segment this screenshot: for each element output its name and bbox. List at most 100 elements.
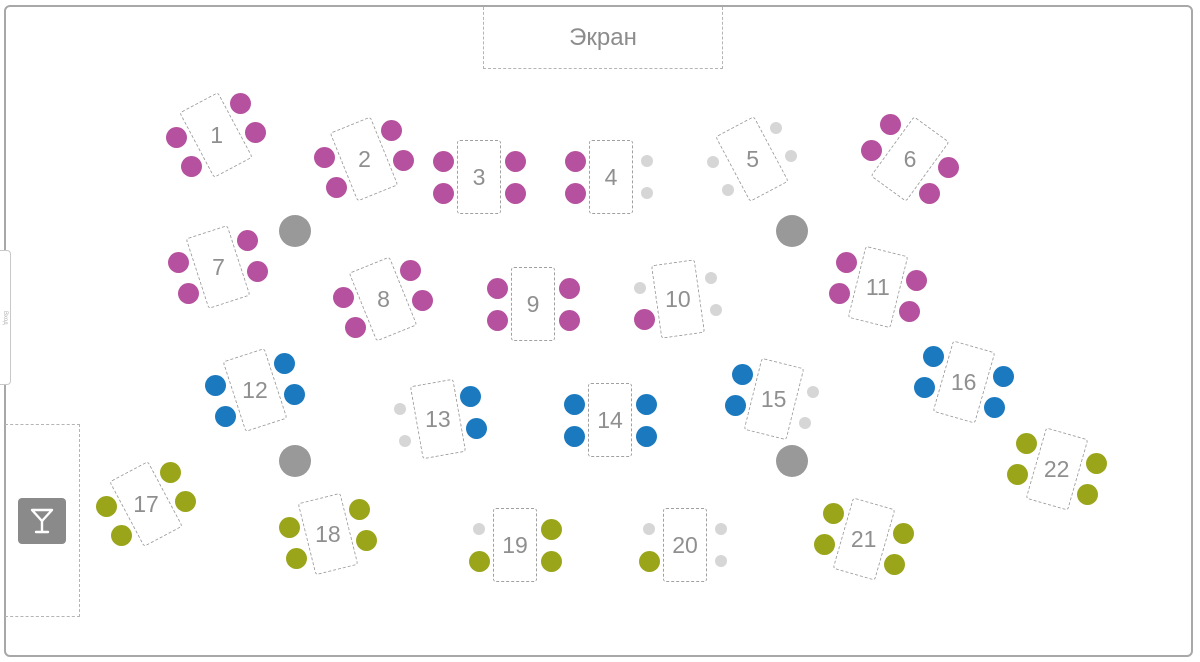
table-20[interactable]: 20 [663,508,707,582]
seat-taken[interactable] [432,182,454,204]
seat-free[interactable] [715,555,727,567]
seat-taken[interactable] [558,277,580,299]
seat-taken[interactable] [638,550,660,572]
seat-taken[interactable] [460,386,482,408]
seat-taken[interactable] [278,516,300,538]
seat-taken[interactable] [283,383,305,405]
seat-taken[interactable] [205,375,227,397]
seat-taken[interactable] [634,309,656,331]
seat-free[interactable] [706,155,719,168]
seat-taken[interactable] [860,140,882,162]
seat-free[interactable] [770,121,783,134]
table-4[interactable]: 4 [589,140,633,214]
seat-taken[interactable] [504,150,526,172]
seat-taken[interactable] [919,182,941,204]
seat-taken[interactable] [923,346,945,368]
seat-taken[interactable] [166,127,188,149]
table-number: 18 [315,520,341,547]
seat-taken[interactable] [635,393,657,415]
seat-free[interactable] [806,386,819,399]
seat-free[interactable] [721,184,734,197]
seat-taken[interactable] [836,252,858,274]
seat-taken[interactable] [348,499,370,521]
seat-taken[interactable] [314,147,336,169]
seat-taken[interactable] [635,425,657,447]
entrance-label: Вход [2,310,8,325]
seat-taken[interactable] [229,93,251,115]
table-14[interactable]: 14 [588,383,632,457]
seat-free[interactable] [709,303,722,316]
seat-taken[interactable] [906,269,928,291]
cocktail-glass-icon[interactable] [18,498,66,544]
seat-free[interactable] [641,187,653,199]
seat-taken[interactable] [1007,463,1029,485]
seat-taken[interactable] [356,530,378,552]
table-19[interactable]: 19 [493,508,537,582]
seat-free[interactable] [399,435,412,447]
seat-taken[interactable] [174,490,196,512]
seat-taken[interactable] [286,547,308,569]
seat-taken[interactable] [564,182,586,204]
seat-taken[interactable] [898,300,920,322]
seat-taken[interactable] [814,533,836,555]
seat-taken[interactable] [540,518,562,540]
table-9[interactable]: 9 [511,267,555,341]
seat-taken[interactable] [564,150,586,172]
seat-taken[interactable] [983,396,1005,418]
seat-taken[interactable] [992,366,1014,388]
seat-taken[interactable] [432,150,454,172]
seat-taken[interactable] [96,496,118,518]
seat-taken[interactable] [892,523,914,545]
seat-taken[interactable] [178,282,200,304]
seat-taken[interactable] [215,405,237,427]
seat-taken[interactable] [244,121,266,143]
seat-taken[interactable] [504,182,526,204]
seat-free[interactable] [473,523,485,535]
seat-taken[interactable] [883,553,905,575]
seat-free[interactable] [634,282,647,295]
seat-taken[interactable] [246,260,268,282]
seat-free[interactable] [715,523,727,535]
seat-taken[interactable] [879,114,901,136]
seat-taken[interactable] [399,260,421,282]
seat-free[interactable] [393,403,406,416]
seat-free[interactable] [799,417,812,430]
seat-free[interactable] [641,155,653,167]
seat-taken[interactable] [159,462,181,484]
seat-taken[interactable] [724,395,746,417]
screen-label: Экран [569,23,637,51]
seat-taken[interactable] [465,418,487,439]
seat-taken[interactable] [236,230,258,252]
seat-taken[interactable] [828,283,850,305]
table-3[interactable]: 3 [457,140,501,214]
seat-taken[interactable] [392,149,414,171]
seat-free[interactable] [643,523,655,535]
seat-taken[interactable] [540,550,562,572]
seat-taken[interactable] [823,503,845,525]
seat-free[interactable] [785,150,798,163]
seat-taken[interactable] [411,289,433,311]
seat-taken[interactable] [181,155,203,177]
seat-taken[interactable] [168,252,190,274]
seat-taken[interactable] [938,156,960,178]
table-number: 14 [597,406,623,433]
seat-taken[interactable] [1085,453,1107,475]
seat-taken[interactable] [914,376,936,398]
seat-taken[interactable] [326,176,348,198]
seat-taken[interactable] [273,353,295,375]
seat-free[interactable] [705,272,718,285]
seat-taken[interactable] [111,524,133,546]
seat-taken[interactable] [563,425,585,447]
seat-taken[interactable] [558,309,580,331]
seat-taken[interactable] [563,393,585,415]
seat-taken[interactable] [333,287,355,309]
seat-taken[interactable] [468,550,490,572]
seat-taken[interactable] [380,120,402,142]
seat-taken[interactable] [732,364,754,386]
seat-taken[interactable] [345,316,367,338]
seat-taken[interactable] [486,277,508,299]
seat-taken[interactable] [1076,483,1098,505]
seat-taken[interactable] [486,309,508,331]
seat-taken[interactable] [1016,433,1038,455]
entrance-tab[interactable]: Вход [0,250,11,385]
